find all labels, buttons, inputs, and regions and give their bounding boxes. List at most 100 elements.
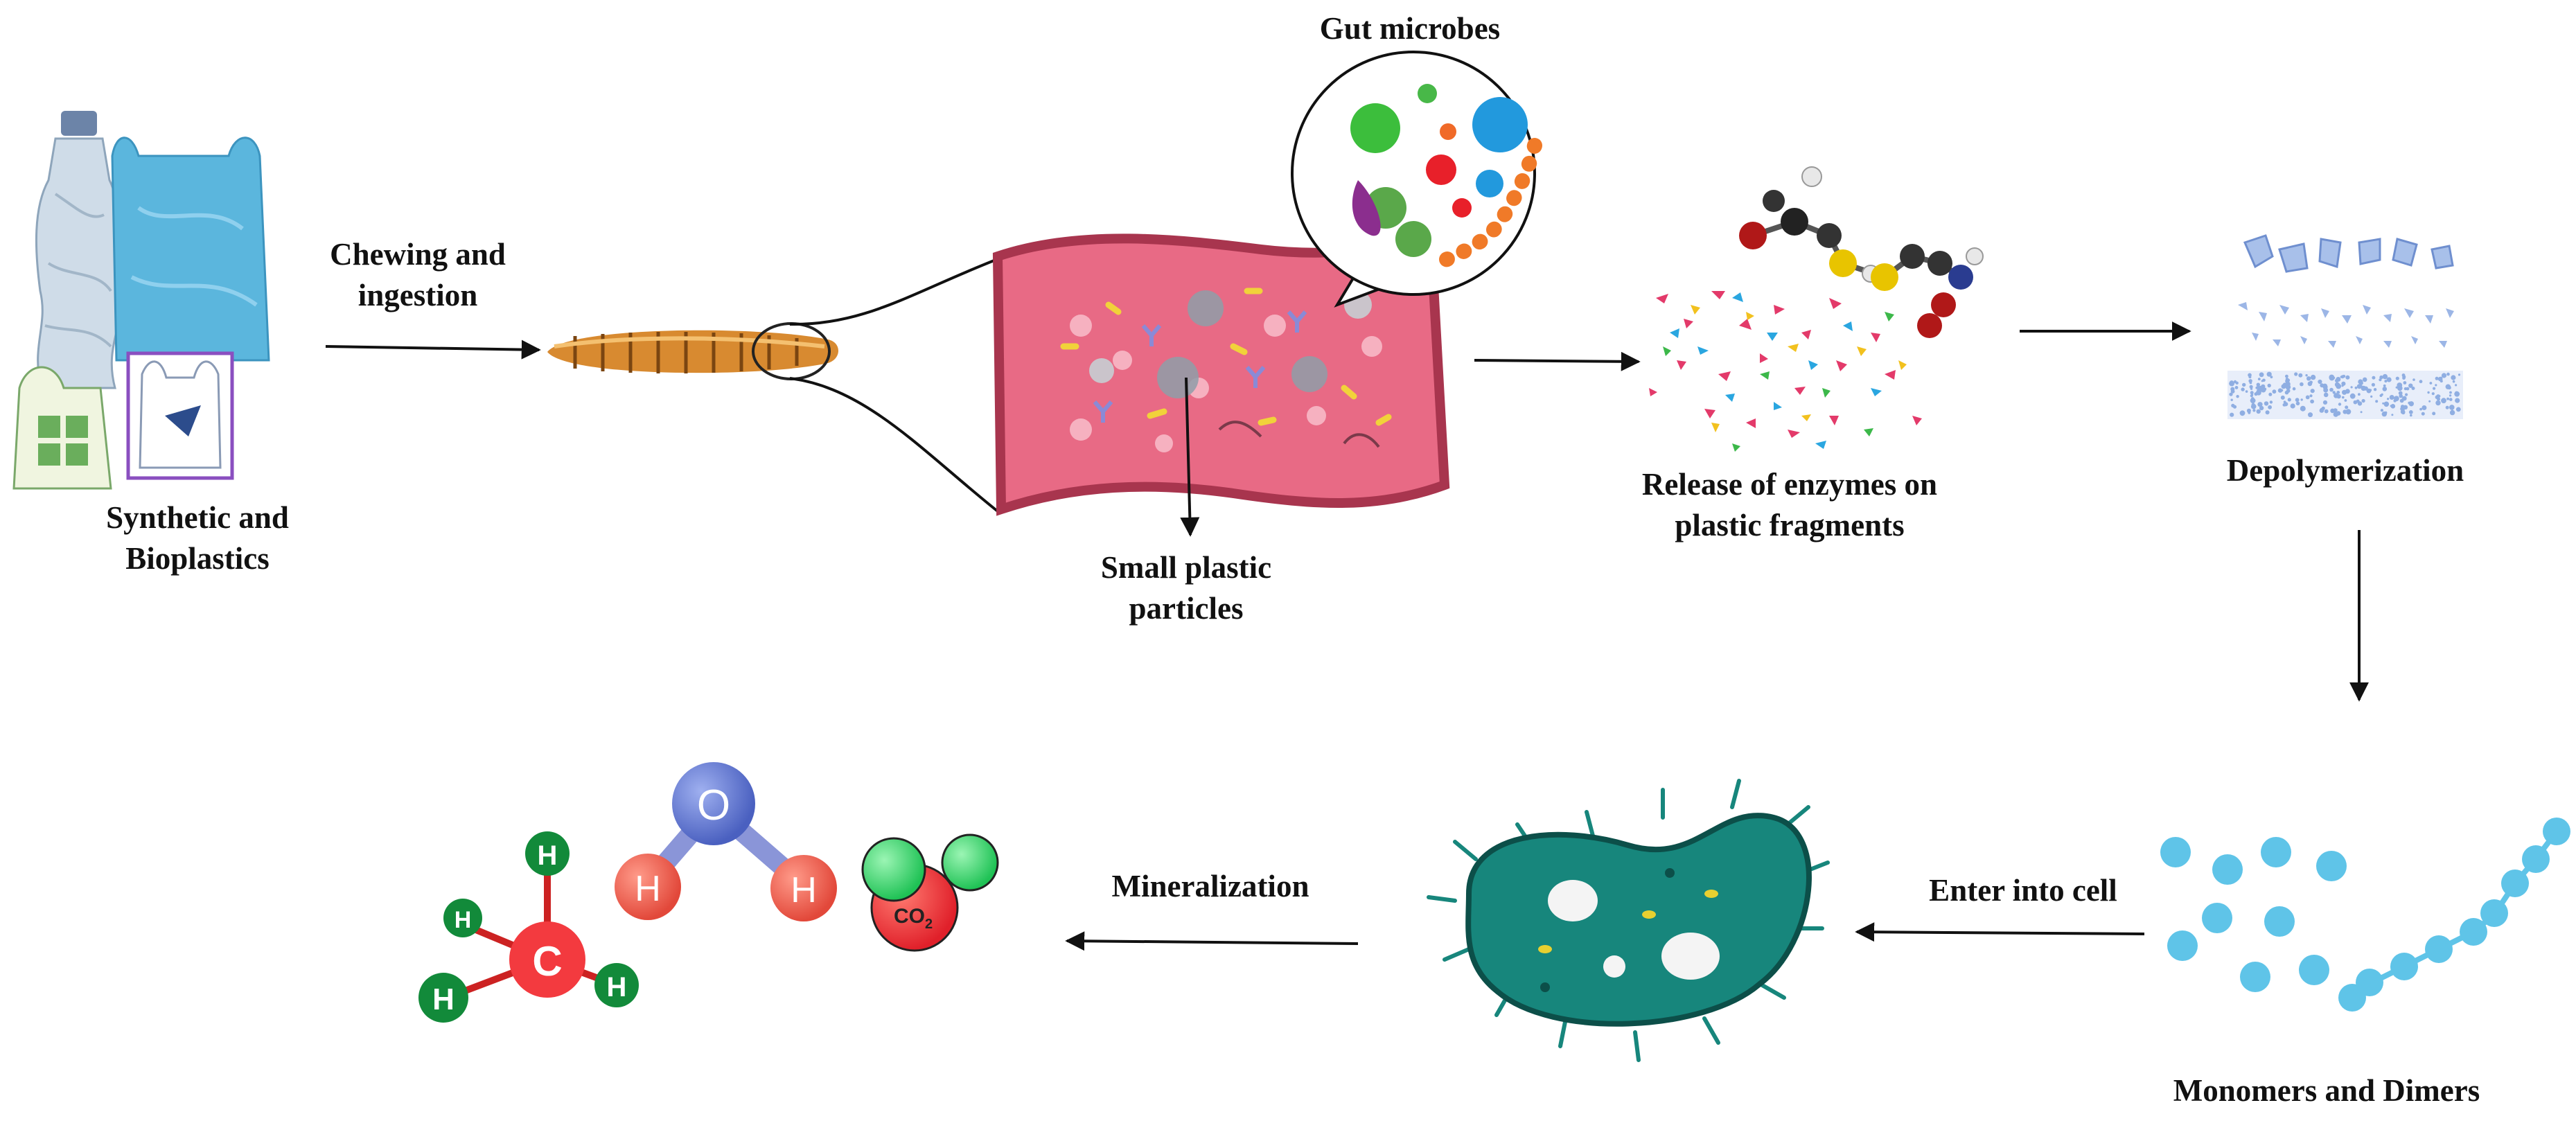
dust-dot [2437, 376, 2443, 382]
dust-dot [2250, 387, 2253, 390]
dust-dot [2294, 372, 2298, 376]
release-enzymes-label: Release of enzymes on plastic fragments [1642, 464, 1937, 545]
co2-molecule-icon: CO2 [861, 833, 999, 952]
dust-dot [2295, 401, 2300, 406]
dust-dot [2451, 409, 2454, 413]
dust-dot [2408, 401, 2414, 407]
dust-dot [2268, 405, 2273, 409]
dust-dot [2391, 414, 2394, 416]
arrow-mineralization [1065, 931, 1359, 951]
dust-dot [2284, 402, 2288, 407]
dust-dot [2249, 381, 2252, 385]
dust-dot [2239, 410, 2246, 416]
mealworm-icon [547, 322, 838, 380]
dust-dot [2449, 394, 2452, 397]
chewing-ingestion-label: Chewing and ingestion [330, 234, 506, 315]
dust-dot [2250, 391, 2254, 395]
dust-dot [2386, 377, 2392, 382]
dust-dot [2280, 395, 2285, 400]
dust-dot [2342, 396, 2345, 399]
dust-dot [2403, 387, 2408, 391]
dust-dot [2252, 409, 2256, 412]
dust-dot [2403, 405, 2408, 409]
dust-dot [2432, 412, 2436, 416]
dust-dot [2318, 379, 2322, 385]
dust-dot [2250, 403, 2257, 409]
dust-dot [2261, 384, 2266, 389]
hydrogen-label: H [635, 869, 661, 909]
zoom-line-top [789, 256, 1002, 326]
dust-dot [2256, 409, 2261, 414]
dust-dot [2344, 399, 2347, 402]
dust-dot [2254, 392, 2258, 396]
co2-text: CO [894, 905, 925, 928]
dust-dot [2323, 387, 2329, 393]
methane-carbon-label: C [532, 938, 562, 985]
small-label-line2: particles [1129, 590, 1244, 626]
water-molecule-icon: O H H [615, 762, 837, 921]
dust-dot [2251, 394, 2254, 396]
dust-dot [2321, 406, 2325, 411]
synthetic-label-line1: Synthetic and [106, 500, 289, 535]
dust-dot [2230, 389, 2235, 394]
dust-dot [2441, 373, 2447, 378]
small-label-line1: Small plastic [1100, 550, 1272, 585]
dust-dot [2400, 409, 2406, 414]
dust-dot [2300, 405, 2306, 412]
dust-dot [2380, 409, 2383, 412]
dust-dot [2360, 385, 2363, 388]
dust-dot [2230, 412, 2234, 417]
dust-dot [2452, 380, 2455, 383]
dust-dot [2309, 380, 2313, 385]
dust-dot [2309, 394, 2313, 398]
dust-dot [2345, 405, 2349, 409]
dust-dot [2268, 392, 2273, 396]
dust-dot [2435, 400, 2441, 406]
dust-dot [2245, 390, 2248, 393]
mineralization-label: Mineralization [1111, 869, 1309, 903]
dust-dot [2373, 388, 2377, 391]
dust-dot [2403, 381, 2407, 385]
small-particles-label: Small plastic particles [1101, 547, 1271, 628]
enzyme-molecule-icon [1739, 166, 1984, 338]
dust-dot [2446, 397, 2450, 400]
dust-dot [2270, 376, 2273, 379]
release-label-line2: plastic fragments [1675, 507, 1905, 542]
dust-dot [2455, 407, 2461, 412]
dust-dot [2283, 382, 2286, 387]
dust-dot [2262, 378, 2266, 382]
oxygen-label: O [697, 782, 730, 829]
dust-dot [2375, 400, 2379, 403]
dust-dot [2449, 405, 2455, 410]
dust-dot [2286, 378, 2291, 382]
dust-dot [2382, 402, 2385, 405]
dust-dot [2456, 400, 2459, 403]
bioplastic-bag-green-icon [12, 366, 112, 490]
dust-dot [2236, 395, 2239, 398]
dust-dot [2369, 389, 2372, 391]
dust-dot [2320, 383, 2324, 388]
dust-dot [2285, 384, 2291, 390]
dust-dot [2371, 382, 2375, 387]
enter-cell-label: Enter into cell [1929, 873, 2117, 908]
dust-dot [2410, 414, 2412, 417]
dust-dot [2290, 403, 2295, 409]
dust-dot [2399, 394, 2403, 398]
dust-dot [2382, 387, 2388, 391]
dust-dot [2230, 398, 2233, 401]
depolymerization-icon [2227, 234, 2463, 419]
dust-dot [2288, 398, 2291, 402]
dust-dot [2362, 377, 2367, 382]
plastics-illustration [12, 111, 270, 490]
bioplastic-bag-framed-icon [126, 351, 234, 480]
arrow-chewing [325, 339, 541, 360]
dust-dot [2360, 411, 2363, 414]
plastic-bag-icon [111, 136, 270, 362]
dust-dot [2445, 405, 2449, 409]
dust-dot [2384, 380, 2388, 383]
dust-dot [2300, 398, 2303, 401]
dust-dot [2341, 385, 2344, 387]
dust-dot [2358, 393, 2361, 396]
dust-dot [2379, 394, 2383, 397]
